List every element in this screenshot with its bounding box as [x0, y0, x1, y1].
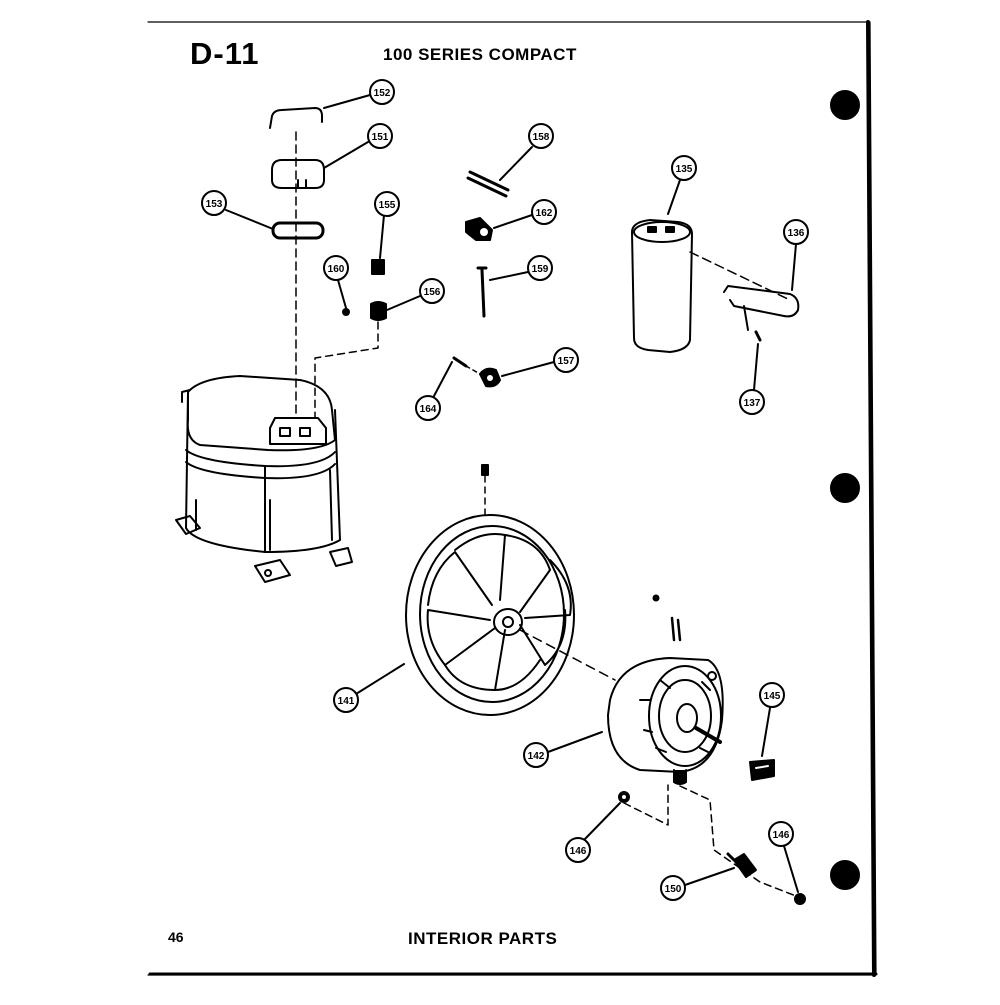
part-142-fan-motor — [607, 594, 724, 785]
assembly-line-motor-mount-left — [623, 784, 669, 826]
part-135-capacitor — [631, 219, 693, 353]
callout-164: 164 — [415, 361, 453, 421]
callout-162: 162 — [493, 199, 557, 229]
page-id: D-11 — [190, 36, 260, 71]
callout-146b-label: 146 — [773, 830, 790, 841]
part-164-screw — [452, 356, 468, 368]
callout-137-label: 137 — [744, 398, 761, 409]
part-159-screw — [476, 266, 488, 318]
callout-151-label: 151 — [372, 132, 389, 143]
callout-160-label: 160 — [328, 264, 345, 275]
callout-158-label: 158 — [533, 132, 550, 143]
binder-hole-top — [830, 90, 860, 120]
callout-136: 136 — [783, 219, 809, 291]
callout-158: 158 — [499, 123, 554, 181]
part-150-spacer — [726, 852, 757, 878]
callout-159-label: 159 — [532, 264, 549, 275]
part-158-rod — [466, 170, 510, 198]
callout-142-label: 142 — [528, 751, 545, 762]
callout-153-label: 153 — [206, 199, 223, 210]
callout-142: 142 — [523, 731, 603, 768]
assembly-line-motor-mount-right — [679, 785, 797, 897]
callout-153: 153 — [201, 190, 274, 230]
part-151-terminal-cover — [271, 159, 325, 189]
page-title: 100 SERIES COMPACT — [383, 45, 577, 64]
callout-141: 141 — [333, 663, 405, 713]
callout-162-label: 162 — [536, 208, 553, 219]
callout-150-label: 150 — [665, 884, 682, 895]
callout-156: 156 — [386, 278, 445, 311]
assembly-line-clip — [465, 365, 481, 375]
part-153-gasket — [271, 221, 325, 240]
part-137-screw — [754, 330, 762, 342]
part-162-clamp — [465, 217, 493, 241]
callout-146a-label: 146 — [570, 846, 587, 857]
assembly-line-fan-shaft — [519, 629, 616, 681]
callout-157: 157 — [501, 347, 579, 377]
callout-155-label: 155 — [379, 200, 396, 211]
callout-151: 151 — [323, 123, 393, 169]
callout-146-right: 146 — [768, 821, 799, 893]
callout-157-label: 157 — [558, 356, 575, 367]
callout-145: 145 — [759, 682, 785, 757]
callout-145-label: 145 — [764, 691, 781, 702]
callout-160: 160 — [323, 255, 349, 309]
page-border — [147, 21, 877, 976]
page-number: 46 — [168, 929, 184, 945]
part-141-fan-blade — [405, 464, 575, 716]
assembly-line-mount — [314, 321, 379, 419]
callout-146-left: 146 — [565, 802, 621, 863]
part-136-bracket — [723, 285, 800, 331]
part-145-label — [749, 759, 775, 781]
part-160-screw — [342, 308, 350, 316]
part-152-clip — [269, 107, 323, 129]
assembly-line-capacitor — [689, 251, 791, 301]
callout-159: 159 — [489, 255, 553, 281]
part-146-washer-left — [618, 791, 630, 803]
binder-hole-bottom — [830, 860, 860, 890]
callout-155: 155 — [374, 191, 400, 259]
part-156-mount — [370, 301, 387, 321]
compressor — [175, 375, 353, 583]
part-157-clip — [479, 367, 501, 388]
callout-135: 135 — [667, 155, 697, 215]
part-155-grommet — [371, 259, 385, 275]
callouts: 152 151 153 155 160 — [201, 79, 809, 901]
callout-156-label: 156 — [424, 287, 441, 298]
callout-141-label: 141 — [338, 696, 355, 707]
callout-150: 150 — [660, 867, 735, 901]
binder-hole-middle — [830, 473, 860, 503]
page-caption: INTERIOR PARTS — [408, 929, 558, 948]
callout-136-label: 136 — [788, 228, 805, 239]
page-right-edge — [866, 20, 876, 977]
callout-137: 137 — [739, 343, 765, 415]
part-146-washer-right — [794, 893, 806, 905]
callout-135-label: 135 — [676, 164, 693, 175]
callout-164-label: 164 — [420, 404, 437, 415]
callout-152-label: 152 — [374, 88, 391, 99]
callout-152: 152 — [323, 79, 395, 109]
